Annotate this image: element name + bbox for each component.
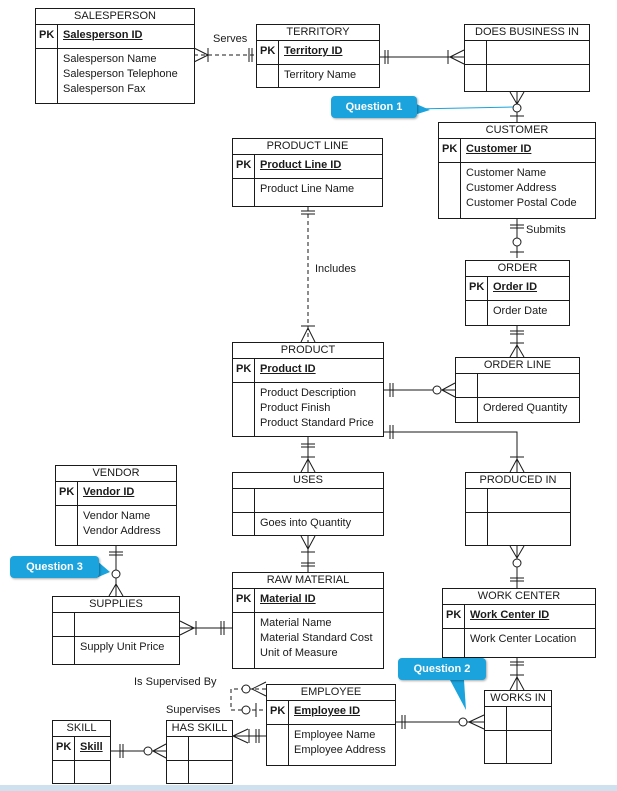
attribute: Customer Address [466,182,557,194]
pk-attribute: Skill [80,741,103,753]
relationship-label-serves: Serves [213,33,248,45]
pk-attribute: Salesperson ID [63,29,143,41]
attribute: Salesperson Name [63,53,157,65]
pk-label: PK [233,155,255,178]
pk-attribute: Customer ID [466,143,532,155]
attribute: Salesperson Telephone [63,68,178,80]
pk-label: PK [257,41,279,64]
entity-product: PRODUCT PK Product ID Product Descriptio… [232,342,384,437]
entity-does-business-in: DOES BUSINESS IN [464,24,590,92]
pk-label: PK [267,701,289,724]
entity-title: RAW MATERIAL [233,573,383,589]
entity-salesperson: SALESPERSON PK Salesperson ID Salesperso… [35,8,195,104]
pk-label: PK [466,277,488,300]
entity-title: PRODUCT LINE [233,139,382,155]
pk-attribute: Product Line ID [260,159,342,171]
pk-attribute: Territory ID [284,45,343,57]
attribute: Product Standard Price [260,417,374,429]
entity-title: VENDOR [56,466,176,482]
attribute: Goes into Quantity [260,517,352,529]
pk-attribute: Work Center ID [470,609,550,621]
entity-title: EMPLOYEE [267,685,395,701]
attribute: Order Date [493,305,548,317]
entity-product-line: PRODUCT LINE PK Product Line ID Product … [232,138,383,207]
attribute: Product Finish [260,402,331,414]
entity-territory: TERRITORY PK Territory ID Territory Name [256,24,380,88]
entity-works-in: WORKS IN [484,690,552,764]
entity-skill: SKILL PK Skill [52,720,111,784]
pk-label: PK [36,25,58,48]
entity-title: USES [233,473,383,489]
pk-label: PK [53,737,75,760]
entity-work-center: WORK CENTER PK Work Center ID Work Cente… [442,588,596,658]
entity-title: DOES BUSINESS IN [465,25,589,41]
attribute: Vendor Name [83,510,151,522]
entity-title: ORDER LINE [456,358,579,374]
entity-customer: CUSTOMER PK Customer ID Customer Name Cu… [438,122,596,219]
pk-label: PK [443,605,465,628]
entity-title: SALESPERSON [36,9,194,25]
attribute: Unit of Measure [260,647,338,659]
entity-vendor: VENDOR PK Vendor ID Vendor Name Vendor A… [55,465,177,546]
entity-order-line: ORDER LINE Ordered Quantity [455,357,580,423]
attribute: Product Description [260,387,356,399]
pk-label: PK [439,139,461,162]
entity-title: CUSTOMER [439,123,595,139]
entity-has-skill: HAS SKILL [166,720,233,784]
entity-supplies: SUPPLIES Supply Unit Price [52,596,180,665]
entity-title: PRODUCT [233,343,383,359]
attribute: Vendor Address [83,525,161,537]
callout-question-1: Question 1 [331,96,417,118]
entity-produced-in: PRODUCED IN [465,472,571,546]
callout-question-2: Question 2 [398,658,486,680]
attribute: Customer Name [466,167,547,179]
pk-label: PK [56,482,78,505]
pk-attribute: Vendor ID [83,486,135,498]
relationship-label-submits: Submits [526,224,566,236]
relationship-label-supervises: Supervises [166,704,221,716]
attribute: Ordered Quantity [483,402,568,414]
attribute: Work Center Location [470,633,577,645]
relationship-label-is-supervised-by: Is Supervised By [134,676,217,688]
entity-title: TERRITORY [257,25,379,41]
attribute: Product Line Name [260,183,355,195]
entity-title: HAS SKILL [167,721,232,737]
attribute: Material Standard Cost [260,632,373,644]
pk-attribute: Material ID [260,593,316,605]
pk-attribute: Order ID [493,281,538,293]
attribute: Employee Address [294,744,386,756]
attribute: Territory Name [284,69,357,81]
entity-title: PRODUCED IN [466,473,570,489]
entity-title: WORK CENTER [443,589,595,605]
entity-employee: EMPLOYEE PK Employee ID Employee Name Em… [266,684,396,766]
entity-order: ORDER PK Order ID Order Date [465,260,570,326]
relationship-label-includes: Includes [315,263,356,275]
entity-title: SUPPLIES [53,597,179,613]
entity-uses: USES Goes into Quantity [232,472,384,536]
pk-label: PK [233,359,255,382]
pk-label: PK [233,589,255,612]
attribute: Salesperson Fax [63,83,146,95]
entity-title: SKILL [53,721,110,737]
attribute: Employee Name [294,729,376,741]
pk-attribute: Product ID [260,363,316,375]
callout-question-3: Question 3 [10,556,99,578]
attribute: Material Name [260,617,332,629]
entity-title: WORKS IN [485,691,551,707]
attribute: Customer Postal Code [466,197,577,209]
bottom-border [0,785,617,791]
entity-title: ORDER [466,261,569,277]
pk-attribute: Employee ID [294,705,361,717]
attribute: Supply Unit Price [80,641,165,653]
entity-raw-material: RAW MATERIAL PK Material ID Material Nam… [232,572,384,669]
